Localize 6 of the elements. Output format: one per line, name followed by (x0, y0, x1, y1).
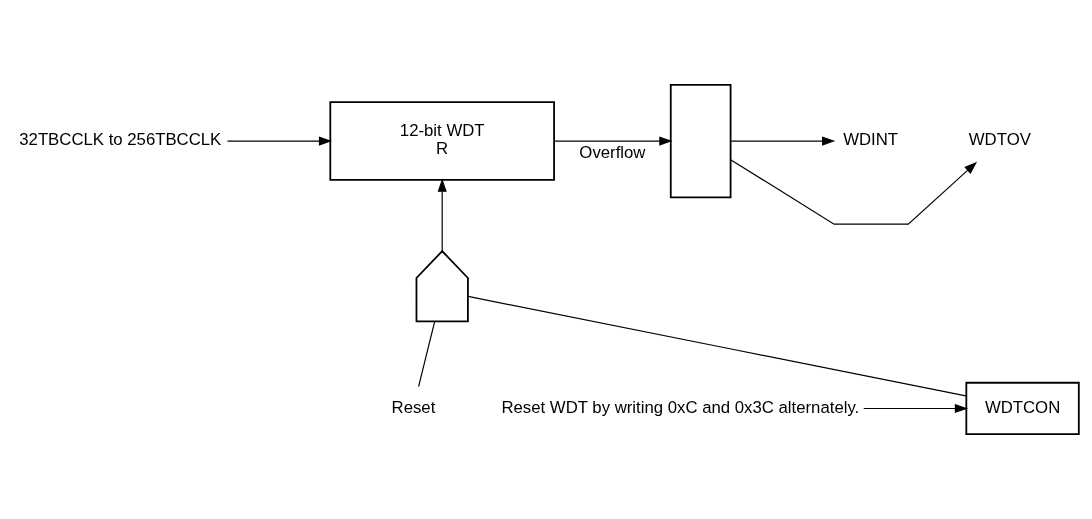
edge-label: Overflow (579, 143, 646, 163)
node-text: Reset (391, 397, 436, 417)
node-text: 32TBCCLK to 256TBCCLK (19, 130, 222, 150)
node-text: WDTOV (968, 130, 1031, 150)
node-text: Reset WDT by writing 0xC and 0x3C alternately. (501, 397, 860, 417)
node-text: WDINT (843, 130, 899, 150)
